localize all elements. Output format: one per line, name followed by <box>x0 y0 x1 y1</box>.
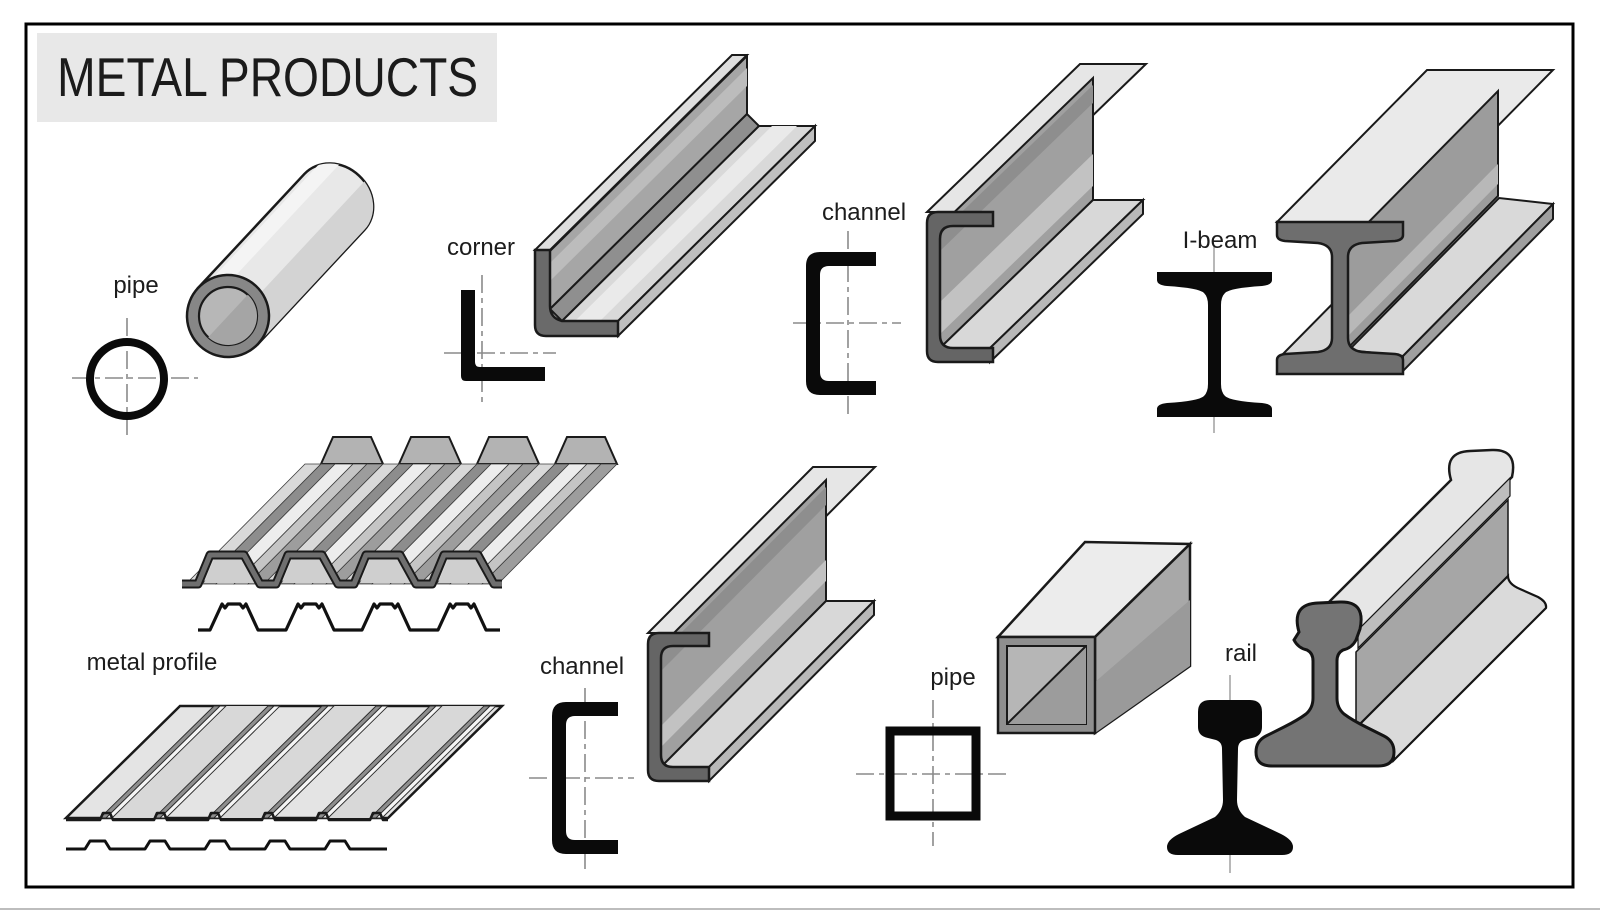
poster-frame <box>24 22 1575 889</box>
corner-3d <box>532 53 818 339</box>
metal-profile-sheet-section-symbol <box>66 839 387 851</box>
pipe-square-3d <box>995 540 1194 736</box>
pipe-round-3d <box>185 147 389 359</box>
poster-title: METAL PRODUCTS <box>57 46 479 108</box>
label-pipe-round: pipe <box>113 271 159 299</box>
metal-profile-sheet-3d <box>62 704 506 822</box>
pipe-round-section-symbol <box>72 318 198 438</box>
title-box: METAL PRODUCTS <box>37 33 497 122</box>
channel-top-3d <box>924 63 1149 365</box>
label-channel-bottom: channel <box>539 652 625 680</box>
ibeam-3d <box>1274 69 1556 376</box>
label-corner: corner <box>446 233 516 261</box>
label-pipe-square: pipe <box>930 663 976 691</box>
label-metal-profile: metal profile <box>86 648 218 676</box>
channel-bottom-3d <box>645 466 878 784</box>
label-channel-top: channel <box>821 198 907 226</box>
label-rail: rail <box>1224 639 1258 667</box>
rail-3d <box>1254 448 1548 768</box>
rail-section-symbol <box>1167 675 1293 873</box>
ibeam-section-symbol <box>1157 247 1272 433</box>
channel-top-section-symbol <box>793 231 901 415</box>
channel-bottom-section-symbol <box>529 688 634 869</box>
metal-profile-deck-section-symbol <box>198 602 500 632</box>
label-ibeam: I-beam <box>1182 226 1258 254</box>
pipe-square-section-symbol <box>856 700 1010 846</box>
metal-profile-deck-3d <box>182 436 619 589</box>
corner-section-symbol <box>444 275 556 402</box>
